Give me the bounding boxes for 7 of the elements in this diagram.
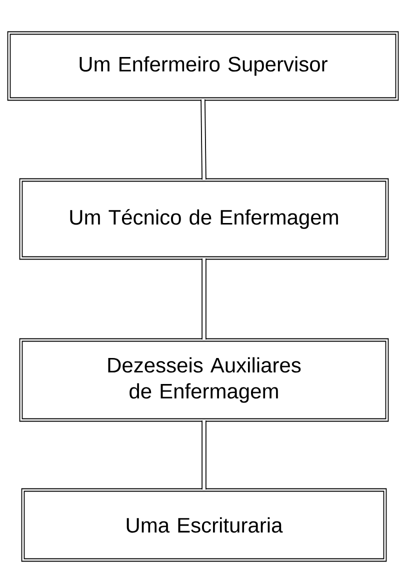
connector-line [200, 99, 206, 180]
org-box: Um Técnico de Enfermagem [19, 178, 389, 260]
connector-line [202, 258, 206, 340]
org-box: Dezesseis Auxiliares de Enfermagem [19, 338, 389, 422]
connector-line [202, 420, 206, 490]
org-box: Um Enfermeiro Supervisor [7, 31, 399, 101]
org-box: Uma Escrituraria [21, 488, 387, 562]
